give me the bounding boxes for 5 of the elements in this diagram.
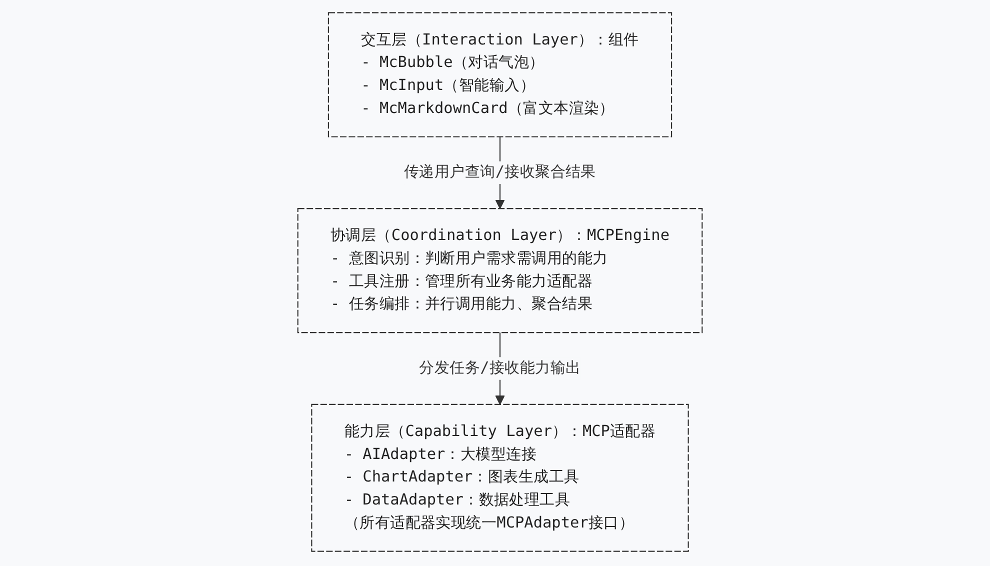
edge-label: 传递用户查询/接收聚合结果 bbox=[404, 163, 596, 181]
node-box: 协调层（Coordination Layer）：MCPEngine - 意图识别：判断用户需求需调用的能力 - 工具注册：管理所有业务能力适配器 - 任务编排：并行调用能力、聚合结果 bbox=[297, 208, 703, 334]
edge-label: 分发任务/接收能力输出 bbox=[419, 359, 581, 377]
node-box: 能力层（Capability Layer）：MCP适配器 - AIAdapter：大模型连接 - ChartAdapter：图表生成工具 - DataAdapter：数据处理工具 （所有适配器实现统一MCPAdapter接口） bbox=[311, 404, 689, 552]
node-box: 交互层（Interaction Layer）：组件 - McBubble（对话气泡） - McInput（智能输入） - McMarkdownCard（富文本渲染） bbox=[328, 12, 672, 138]
